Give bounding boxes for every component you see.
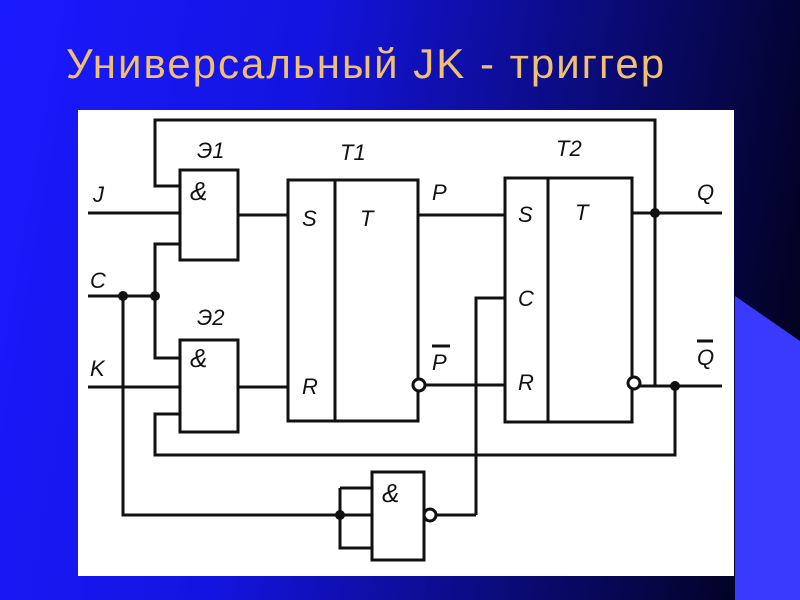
c-to-e2-wire — [153, 296, 180, 360]
schematic-panel: Э1 Э2 T1 T2 & & & S R T S C R T J C K P … — [78, 110, 734, 576]
q-bar-output-label: Q — [697, 345, 714, 370]
c-to-e1-wire — [153, 242, 180, 296]
t2-r-label: R — [518, 370, 534, 395]
t1-s-label: S — [302, 206, 317, 231]
inverter-output-bubble — [422, 507, 438, 523]
slide-title: Универсальный JK - триггер — [66, 40, 667, 87]
t1-r-label: R — [302, 374, 318, 399]
t1-inverted-output-bubble — [411, 377, 427, 393]
e2-label: Э2 — [197, 305, 225, 330]
inverter-and-symbol: & — [382, 478, 399, 508]
inverter-to-t2-c — [474, 296, 505, 515]
t2-inverted-output-bubble — [626, 375, 642, 391]
t2-s-label: S — [518, 202, 533, 227]
q-output-label: Q — [697, 180, 714, 205]
feedback-wire-q — [153, 118, 657, 213]
junction-dot — [650, 208, 660, 218]
e1-and-symbol: & — [190, 176, 207, 206]
jk-flip-flop-schematic: Э1 Э2 T1 T2 & & & S R T S C R T J C K P … — [88, 118, 722, 562]
t2-label: T2 — [556, 136, 582, 161]
c-to-inverter-wire — [121, 296, 340, 517]
t1-t-label: T — [360, 206, 375, 231]
decorative-wedge — [735, 296, 800, 600]
feedback-wire-qbar — [153, 386, 677, 457]
t2-block — [503, 176, 634, 424]
t2-t-label: T — [575, 200, 590, 225]
e1-label: Э1 — [197, 138, 225, 163]
p-output-label: P — [432, 180, 447, 205]
k-input-label: K — [90, 356, 106, 381]
e2-and-symbol: & — [190, 343, 207, 373]
junction-dot — [118, 291, 128, 301]
t1-block — [286, 178, 420, 423]
junction-dot — [335, 510, 345, 520]
j-input-label: J — [92, 182, 105, 207]
p-bar-output-label: P — [432, 350, 447, 375]
e1-and-gate — [178, 168, 240, 262]
t1-label: T1 — [340, 140, 366, 165]
junction-dot — [670, 381, 680, 391]
t2-c-label: C — [518, 286, 534, 311]
e2-and-gate — [178, 338, 240, 434]
c-input-label: C — [90, 268, 106, 293]
junction-dot — [150, 291, 160, 301]
